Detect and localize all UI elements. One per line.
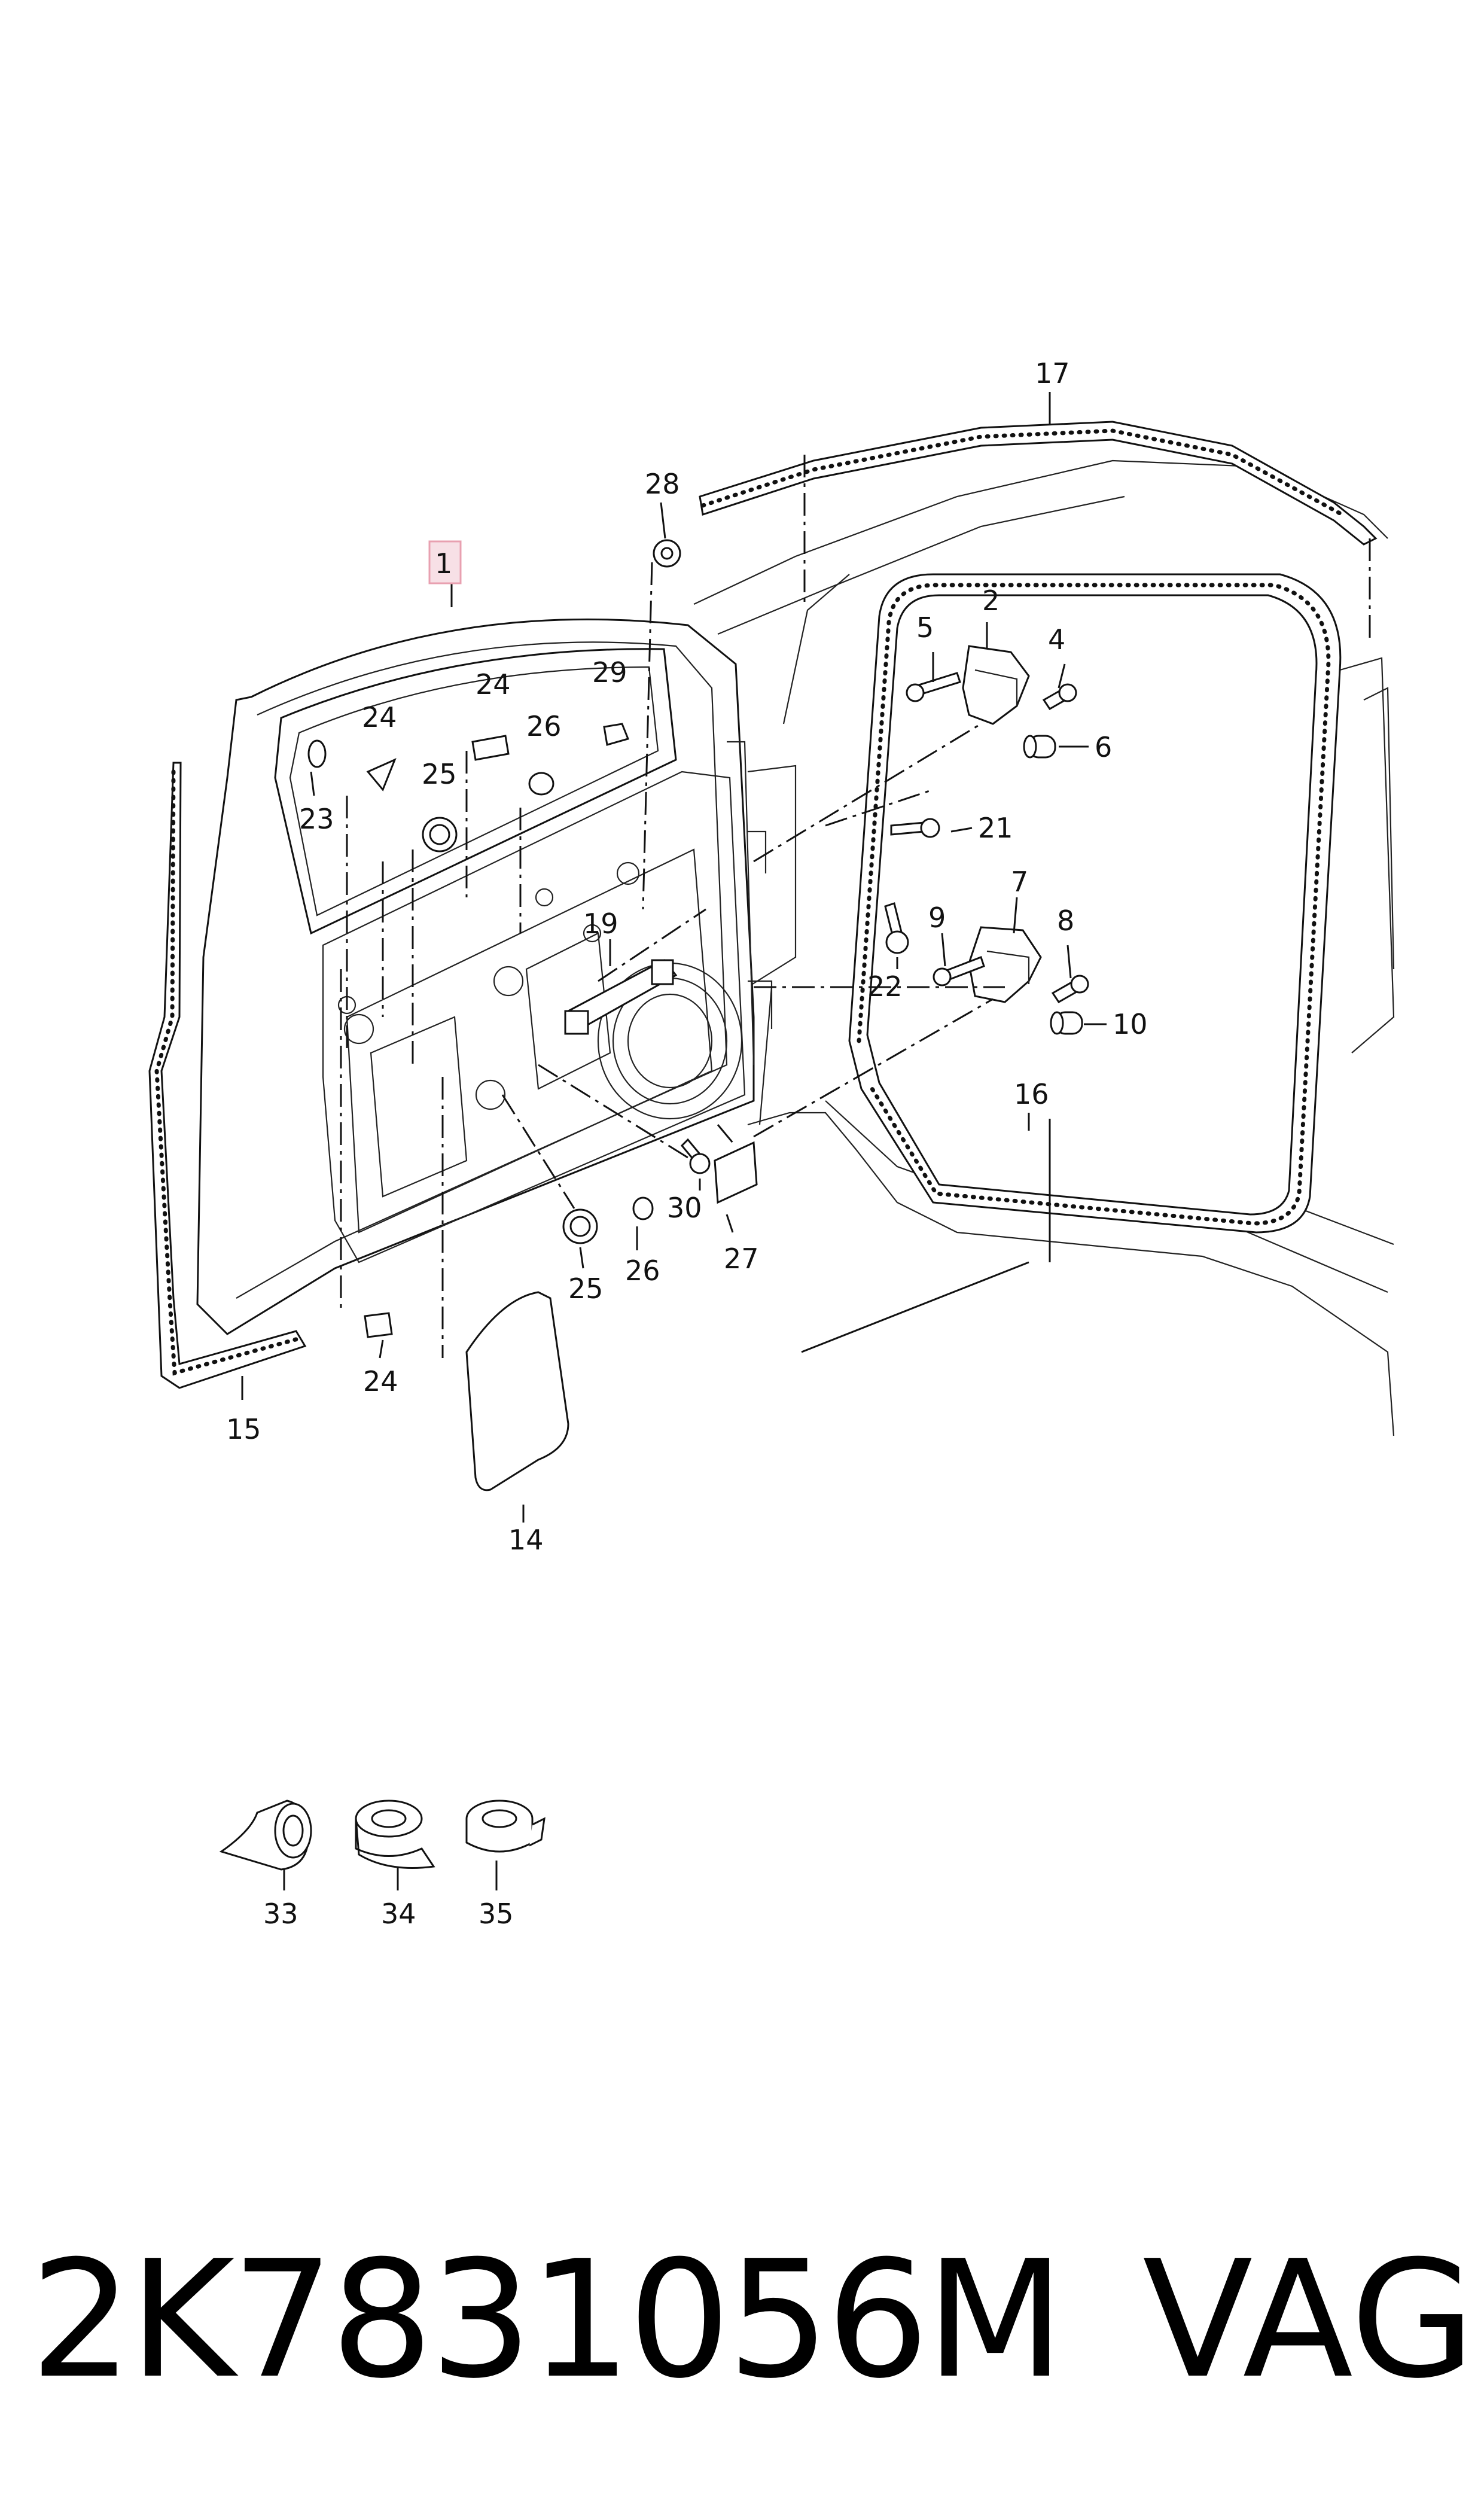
pad-27 xyxy=(714,1141,758,1204)
tape-roll-35 xyxy=(465,1800,546,1853)
tape-roll-33 xyxy=(219,1800,312,1871)
part-number: 2K7831056M xyxy=(30,2225,1065,2414)
callout-35: 35 xyxy=(479,1898,514,1930)
footer: 2K7831056M VAG xyxy=(30,2225,1476,2423)
door-opening-seal xyxy=(848,573,1342,1234)
callout-26-b: 26 xyxy=(625,1255,660,1287)
callout-7: 7 xyxy=(1011,866,1028,898)
bushings xyxy=(1023,735,1083,1035)
callout-15: 15 xyxy=(226,1413,261,1445)
door-check-strap xyxy=(564,959,678,1035)
pad-24-a xyxy=(366,758,397,791)
cover-sheet xyxy=(465,1291,569,1491)
callout-27: 27 xyxy=(724,1243,759,1275)
callout-14: 14 xyxy=(508,1524,544,1556)
callout-24-a: 24 xyxy=(362,701,397,733)
door-seal xyxy=(148,762,307,1389)
callout-24-c: 24 xyxy=(363,1365,398,1397)
callout-30: 30 xyxy=(667,1192,702,1224)
grommet-top xyxy=(653,539,681,568)
bolts xyxy=(680,672,1089,1174)
callout-6: 6 xyxy=(1095,731,1112,763)
callout-21: 21 xyxy=(978,812,1013,844)
callout-4: 4 xyxy=(1048,623,1065,656)
tape-roll-34 xyxy=(355,1800,435,1869)
callout-1: 1 xyxy=(435,547,452,580)
callout-19: 19 xyxy=(583,908,618,940)
lower-hinge xyxy=(968,926,1042,1003)
brand-label: VAG xyxy=(1142,2225,1476,2414)
callout-29: 29 xyxy=(592,656,627,689)
callout-5: 5 xyxy=(916,611,934,644)
callout-16: 16 xyxy=(1014,1078,1049,1110)
door-assembly xyxy=(196,618,773,1335)
callout-34: 34 xyxy=(381,1898,416,1930)
grommets-25 xyxy=(422,817,598,1244)
pad-24-c xyxy=(364,1312,393,1338)
roof-seal xyxy=(699,421,1378,546)
upper-hinge xyxy=(962,645,1030,725)
callout-9: 9 xyxy=(928,902,946,934)
o-ring-26-a xyxy=(528,772,554,796)
callout-23: 23 xyxy=(299,803,334,835)
callout-33: 33 xyxy=(263,1898,298,1930)
callout-1-highlight xyxy=(428,540,462,584)
callout-26-a: 26 xyxy=(526,710,562,742)
callout-2: 2 xyxy=(982,584,1000,617)
callout-10: 10 xyxy=(1113,1008,1148,1040)
callout-22: 22 xyxy=(867,970,903,1003)
callout-labels: 1 2 4 5 6 7 8 9 10 14 15 16 17 19 21 22 … xyxy=(226,357,1148,1930)
callout-28: 28 xyxy=(645,468,680,500)
callout-25-a: 25 xyxy=(422,758,457,790)
callout-25-b: 25 xyxy=(568,1272,604,1305)
o-ring-23 xyxy=(307,739,327,768)
callout-17: 17 xyxy=(1035,357,1070,389)
dash-lines xyxy=(340,455,1371,1358)
pad-24-b xyxy=(471,735,510,761)
o-ring-26-b xyxy=(632,1196,654,1220)
callout-8: 8 xyxy=(1057,905,1074,937)
callout-24-b: 24 xyxy=(476,668,511,701)
clip xyxy=(603,723,630,746)
